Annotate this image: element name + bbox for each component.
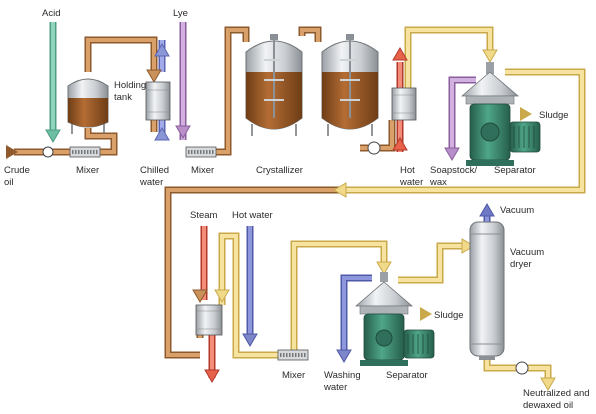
pump-1 — [367, 141, 381, 155]
mixer-1 — [42, 146, 101, 158]
labels: Acid Lye Holding tank Crude oil Mixer Ch… — [4, 8, 590, 411]
washing-water-arrow — [336, 349, 352, 363]
steam-out-arrow — [204, 369, 220, 383]
return-arrow — [333, 182, 347, 198]
hot-water-1-in-arrow — [392, 137, 408, 151]
separator-1-label: Separator — [494, 165, 536, 176]
heat-exchanger-2 — [391, 87, 417, 121]
separator-1-in-arrow — [482, 49, 498, 63]
soapstock-label-line1: Soapstock/ — [430, 165, 477, 176]
lye-label: Lye — [173, 8, 188, 19]
vacuum-label: Vacuum — [500, 205, 534, 216]
vacuum-dryer-label-line2: dryer — [510, 259, 532, 270]
acid-arrow — [45, 129, 61, 143]
hot-water-2-label: Hot water — [232, 210, 273, 221]
mixer-3 — [277, 349, 309, 361]
crystallizer-2 — [321, 34, 379, 136]
hot-water-2-arrow — [242, 333, 258, 347]
flow-arrows — [6, 43, 556, 391]
hot-water-1-label-line1: Hot — [400, 165, 415, 176]
holding-tank-label-line1: Holding — [114, 80, 146, 91]
mixer-3-label: Mixer — [282, 370, 305, 381]
hx3-out-arrow — [214, 289, 230, 303]
chilled-water-label-line1: Chilled — [140, 165, 169, 176]
holding-tank — [67, 78, 109, 134]
crystallizer-1 — [245, 34, 303, 136]
sludge-2-label: Sludge — [434, 310, 464, 321]
chilled-out-arrow — [154, 43, 170, 57]
soapstock-label-line2: wax — [429, 177, 447, 188]
separator-2-in-arrow — [376, 261, 392, 275]
acid-label: Acid — [42, 8, 60, 19]
holding-to-hx-arrow — [146, 69, 162, 83]
dryer-in-arrow — [461, 238, 475, 254]
vacuum-dryer-label-line1: Vacuum — [510, 247, 544, 258]
hot-water-1-out-arrow — [392, 47, 408, 61]
mixer-1-label: Mixer — [76, 165, 99, 176]
heat-exchanger-1 — [145, 81, 171, 121]
steam-label: Steam — [190, 210, 218, 221]
sludge-1-arrow — [520, 107, 532, 121]
vacuum-arrow — [479, 203, 495, 217]
sludge-1-label: Sludge — [539, 110, 569, 121]
neutralized-oil-label-line1: Neutralized and — [523, 388, 590, 399]
vacuum-dryer — [469, 221, 505, 360]
separator-2 — [354, 272, 435, 366]
heat-exchanger-3 — [195, 304, 223, 336]
chilled-in-arrow — [154, 127, 170, 141]
hot-water-1-label-line2: water — [399, 177, 423, 188]
product-out-arrow — [540, 377, 556, 391]
crystallizer-label: Crystallizer — [256, 165, 303, 176]
pump-2 — [515, 361, 529, 375]
lye-arrow — [175, 125, 191, 139]
washing-water-label-line2: water — [323, 382, 347, 393]
mixer-2 — [185, 146, 217, 158]
sludge-2-arrow — [420, 307, 432, 321]
separator-1 — [460, 62, 541, 166]
crude-oil-label-line2: oil — [4, 177, 14, 188]
hx3-in-arrow — [192, 289, 208, 303]
crude-oil-arrow — [6, 145, 18, 159]
mixer-2-label: Mixer — [191, 165, 214, 176]
chilled-water-label-line2: water — [139, 177, 163, 188]
crude-oil-label-line1: Crude — [4, 165, 30, 176]
soapstock-arrow — [444, 147, 460, 161]
washing-water-label-line1: Washing — [324, 370, 361, 381]
neutralized-oil-label-line2: dewaxed oil — [523, 400, 573, 411]
separator-2-label: Separator — [386, 370, 428, 381]
holding-tank-label-line2: tank — [114, 92, 132, 103]
